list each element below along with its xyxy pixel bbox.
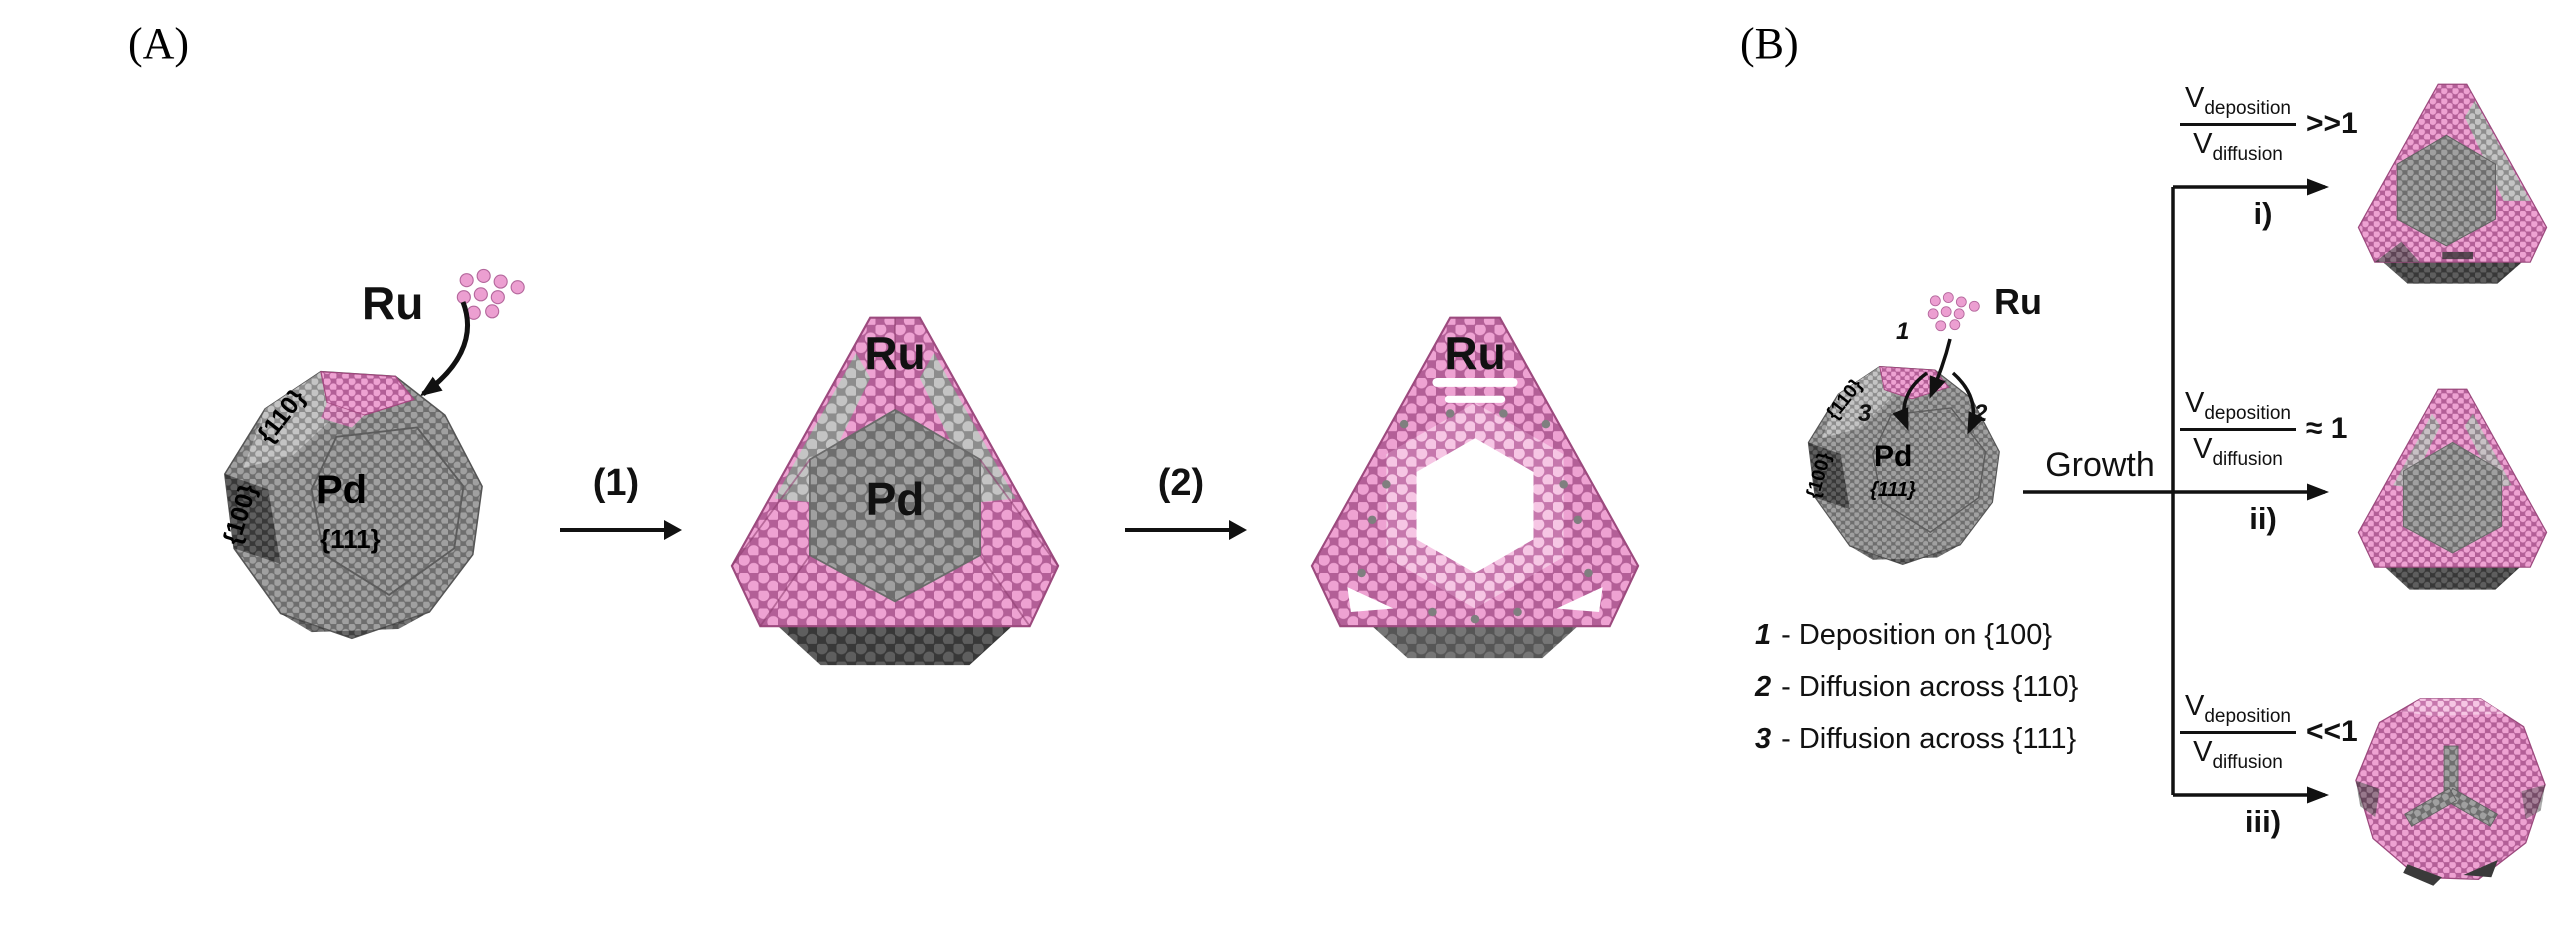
step-1-arrowhead — [664, 520, 682, 540]
bottom-mark-right — [2463, 860, 2498, 878]
v-deposition-ii: Vdeposition — [2180, 387, 2296, 431]
path-3-label: 3 — [1858, 400, 1872, 427]
fraction-ii: Vdeposition Vdiffusion — [2180, 387, 2296, 470]
step-2-label: (2) — [1157, 462, 1205, 504]
path-1-label: 1 — [1896, 318, 1910, 345]
ru-source-label-a: Ru — [362, 277, 424, 329]
pd-label-b: Pd — [1874, 440, 1913, 473]
legend-1-number: 1 — [1755, 619, 1772, 651]
legend-item-2: 2 - Diffusion across {110} — [1755, 670, 2078, 705]
bottom-shade-region — [280, 611, 430, 639]
bottom-shade-region — [1849, 544, 1961, 565]
v-diffusion-ii: Vdiffusion — [2193, 432, 2283, 470]
pd-corner-right — [2464, 100, 2531, 201]
v-deposition-iii: Vdeposition — [2180, 690, 2296, 734]
pd-111-face — [2402, 441, 2503, 554]
facet-100-region — [224, 474, 281, 564]
rate-ratio-iii: Vdeposition Vdiffusion <<1 — [2180, 690, 2358, 773]
ru-pd-core-shell-particle-ii — [2357, 388, 2548, 590]
facet-111-label-a: {111} — [320, 524, 381, 554]
top-facet-band — [2401, 698, 2505, 716]
pd-seed-particle-b — [1807, 366, 2000, 566]
branch-tag-i: i) — [2253, 196, 2273, 231]
pd-111-face — [2396, 134, 2496, 247]
bottom-facet-dark — [2385, 567, 2520, 590]
pd-residue-dots — [1357, 409, 1593, 624]
step-2-arrow-shaft — [1125, 528, 1229, 532]
v-diffusion-iii: Vdiffusion — [2193, 735, 2283, 773]
panel-b-label: (B) — [1740, 19, 1799, 68]
v-deposition-i: Vdeposition — [2180, 82, 2296, 126]
bottom-left-shade — [2374, 241, 2420, 263]
bottom-facet-dark — [2382, 262, 2523, 284]
fraction-i: Vdeposition Vdiffusion — [2180, 82, 2296, 165]
pd-seed-particle-a — [223, 370, 483, 640]
bottom-facet-dark — [778, 626, 1012, 666]
deposition-arrow-a — [419, 301, 470, 397]
path-2-label: 2 — [1974, 400, 1988, 427]
bottom-notch — [2442, 251, 2473, 260]
branch-tag-iii: iii) — [2244, 804, 2282, 839]
legend-item-3: 3 - Diffusion across {111} — [1755, 722, 2076, 757]
growth-label: Growth — [2045, 446, 2155, 484]
pd-corner-left — [774, 353, 871, 503]
cage-slit-2 — [1444, 395, 1506, 403]
pd-label-a: Pd — [316, 468, 368, 512]
facet-111-outline — [1872, 407, 1987, 534]
facet-111-outline — [310, 426, 465, 597]
pd-corner-left — [2393, 413, 2441, 488]
step-2-arrowhead — [1229, 520, 1247, 540]
ru-atoms-cluster-a — [456, 268, 525, 320]
facet-110-region — [243, 371, 343, 468]
pd-excavation-y — [2404, 745, 2498, 827]
cage-corner-hole-left — [1347, 587, 1394, 612]
ru-deposit-step — [320, 402, 365, 428]
comparator-ii: ≈ 1 — [2305, 411, 2348, 445]
ru-atoms-cluster-b — [1927, 292, 1980, 332]
legend-3-text: - Diffusion across {111} — [1781, 723, 2077, 755]
ru-deposit-patch — [320, 371, 415, 416]
side-patch-left — [2355, 780, 2380, 817]
ru-cage-particle-a3 — [1310, 316, 1640, 659]
legend-1-text: - Deposition on {100} — [1781, 619, 2053, 651]
legend-2-number: 2 — [1755, 671, 1772, 703]
cage-corner-hole-right — [1556, 587, 1603, 612]
facet-110-region — [1822, 366, 1896, 438]
path-2-arrow — [1951, 371, 1985, 435]
pd-111-face — [809, 408, 981, 603]
bottom-mark-left — [2403, 864, 2442, 886]
facet-100-region — [1808, 442, 1850, 510]
ru-pd-particle-a2 — [730, 316, 1060, 666]
rate-ratio-i: Vdeposition Vdiffusion >>1 — [2180, 82, 2358, 165]
step-1-label: (1) — [592, 462, 640, 504]
legend-2-text: - Diffusion across {110} — [1781, 671, 2079, 703]
ru-covered-particle-iii — [2355, 698, 2546, 886]
cage-hole — [1416, 438, 1534, 573]
v-diffusion-i: Vdiffusion — [2193, 127, 2283, 165]
rate-ratio-ii: Vdeposition Vdiffusion ≈ 1 — [2180, 387, 2347, 470]
ru-label-a3: Ru — [1444, 327, 1506, 379]
panel-a-label: (A) — [128, 19, 190, 68]
pd-label-a2: Pd — [865, 473, 925, 525]
comparator-iii: <<1 — [2305, 714, 2358, 748]
branch-tag-ii: ii) — [2249, 501, 2277, 536]
ru-label-a2: Ru — [864, 327, 926, 379]
deposition-diffusion-arrows-b — [1892, 338, 1985, 435]
ru-source-label-b: Ru — [1994, 281, 2042, 322]
pd-corner-right — [919, 353, 1016, 503]
comparator-i: >>1 — [2305, 106, 2358, 140]
fraction-iii: Vdeposition Vdiffusion — [2180, 690, 2296, 773]
cage-slit-1 — [1432, 378, 1518, 387]
ru-pd-concave-particle-i — [2357, 83, 2548, 284]
step-1-arrow-shaft — [560, 528, 664, 532]
bottom-facet-dark — [1372, 626, 1578, 659]
path-1-arrow — [1929, 338, 1952, 399]
growth-branch-connector — [2023, 178, 2329, 804]
facet-111-label-b: {111} — [1870, 479, 1916, 501]
legend-3-number: 3 — [1755, 723, 1772, 755]
side-patch-right — [2521, 784, 2546, 820]
legend-item-1: 1 - Deposition on {100} — [1755, 618, 2052, 653]
pd-corner-right — [2464, 413, 2512, 488]
path-3-arrow — [1892, 371, 1929, 431]
